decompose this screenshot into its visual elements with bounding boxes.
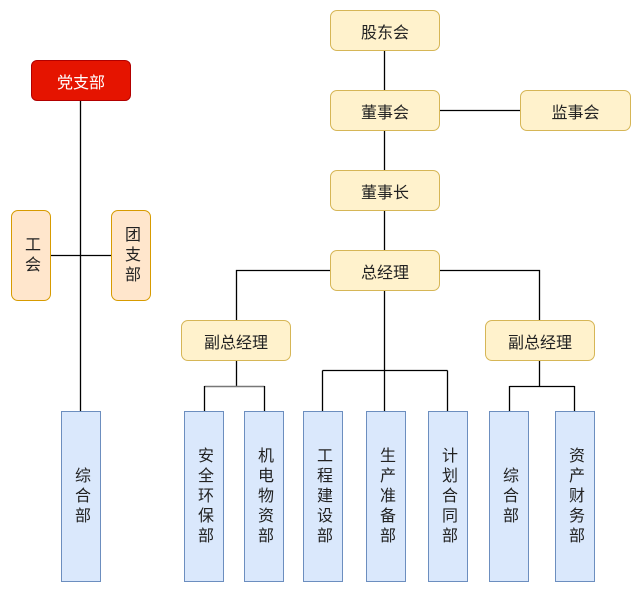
trade-union-label: 工会: [22, 235, 41, 276]
department-node-general-office[interactable]: 综合部: [489, 411, 529, 582]
department-label: 资产财务部: [566, 446, 585, 547]
board-label: 董事会: [360, 102, 409, 122]
department-label: 工程建设部: [314, 446, 333, 547]
department-label: 生产准备部: [377, 446, 396, 547]
shareholders-label: 股东会: [360, 22, 409, 42]
deputy-gm-right-label: 副总经理: [507, 332, 572, 352]
trade-union-node[interactable]: 工会: [11, 210, 51, 301]
department-node-engineering[interactable]: 工程建设部: [303, 411, 343, 582]
supervisors-label: 监事会: [551, 102, 600, 122]
department-node-mech-materials[interactable]: 机电物资部: [244, 411, 284, 582]
chairman-label: 董事长: [360, 182, 409, 202]
connector-gm-deputy-right: [439, 269, 541, 320]
department-node-production-prep[interactable]: 生产准备部: [366, 411, 406, 582]
deputy-gm-left-node[interactable]: 副总经理: [181, 320, 291, 361]
chairman-node[interactable]: 董事长: [330, 170, 440, 211]
department-node-safety[interactable]: 安全环保部: [184, 411, 224, 582]
department-label: 计划合同部: [439, 446, 458, 547]
department-node-asset-finance[interactable]: 资产财务部: [555, 411, 595, 582]
board-node[interactable]: 董事会: [330, 90, 440, 131]
general-manager-node[interactable]: 总经理: [330, 250, 440, 291]
general-manager-label: 总经理: [360, 262, 409, 282]
party-branch-node[interactable]: 党支部: [31, 60, 131, 101]
department-label: 安全环保部: [195, 446, 214, 547]
youth-league-label: 团支部: [122, 225, 141, 286]
supervisors-node[interactable]: 监事会: [520, 90, 631, 131]
department-label: 机电物资部: [255, 446, 274, 547]
deputy-gm-left-label: 副总经理: [203, 332, 268, 352]
department-node-planning-contracts[interactable]: 计划合同部: [428, 411, 468, 582]
shareholders-node[interactable]: 股东会: [330, 10, 440, 51]
youth-league-node[interactable]: 团支部: [111, 210, 151, 301]
party-general-office-label: 综合部: [72, 466, 91, 527]
department-label: 综合部: [500, 466, 519, 527]
deputy-gm-right-node[interactable]: 副总经理: [485, 320, 595, 361]
connector-gm-deputy-left: [235, 269, 330, 320]
party-general-office-node[interactable]: 综合部: [61, 411, 101, 582]
party-branch-label: 党支部: [56, 72, 105, 92]
